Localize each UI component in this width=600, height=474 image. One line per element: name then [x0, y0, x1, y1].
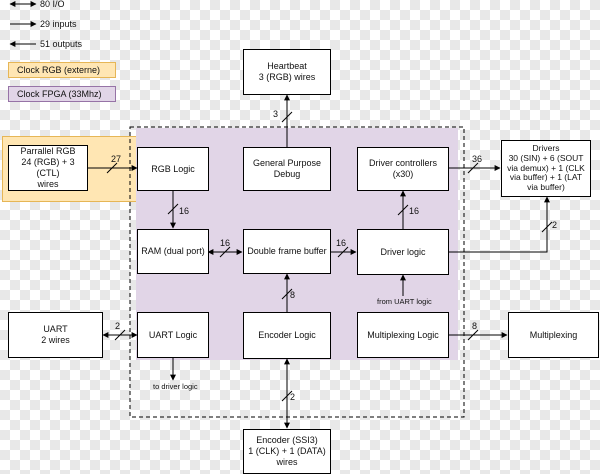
legend-clock-fpga: Clock FPGA (33Mhz) — [8, 86, 116, 102]
gp-debug-block: General Purpose Debug — [243, 147, 331, 191]
wire-label-16-drv-ctrl: 16 — [409, 206, 420, 216]
wire-label-16-rgb-ram: 16 — [179, 206, 190, 216]
from-uart-label: from UART logic — [377, 297, 432, 306]
wire-label-8-mux: 8 — [472, 321, 478, 331]
encoder-logic-block: Encoder Logic — [243, 312, 331, 359]
ram-block: RAM (dual port) — [137, 229, 209, 274]
legend-clock-rgb: Clock RGB (externe) — [8, 62, 116, 78]
heartbeat-block: Heartbeat 3 (RGB) wires — [243, 49, 331, 95]
wire-label-2-uart: 2 — [115, 321, 121, 331]
wire-label-36: 36 — [472, 154, 483, 164]
multiplexing-logic-block: Multiplexing Logic — [357, 312, 449, 358]
encoder-block: Encoder (SSI3) 1 (CLK) + 1 (DATA) wires — [243, 429, 331, 474]
driver-logic-block: Driver logic — [357, 229, 449, 275]
drvlogic-to-drivers — [449, 196, 550, 253]
double-frame-buffer-block: Double frame buffer — [243, 229, 331, 274]
wire-label-16-dfb-drv: 16 — [336, 238, 347, 248]
multiplexing-block: Multiplexing — [508, 312, 599, 358]
wire-label-16-ram-dfb: 16 — [220, 238, 231, 248]
drivers-block: Drivers 30 (SIN) + 6 (SOUT via demux) + … — [501, 140, 591, 197]
parallel-rgb-block: Parrallel RGB 24 (RGB) + 3 (CTL) wires — [8, 145, 88, 191]
to-driver-label: to driver logic — [153, 382, 198, 391]
wire-label-2-encoder: 2 — [290, 392, 296, 402]
legend-io-label: 80 I/O — [40, 0, 65, 9]
wire-label-3: 3 — [273, 109, 279, 119]
uart-block: UART 2 wires — [8, 312, 103, 358]
wire-label-2-drivers: 2 — [552, 220, 558, 230]
rgb-logic-block: RGB Logic — [137, 147, 209, 191]
legend-inputs-label: 29 inputs — [40, 19, 77, 29]
wire-label-27: 27 — [111, 154, 122, 164]
uart-logic-block: UART Logic — [137, 312, 209, 358]
wire-label-8-enc: 8 — [290, 290, 296, 300]
driver-controllers-block: Driver controllers (x30) — [357, 147, 449, 191]
fpga-boundary — [129, 126, 465, 418]
legend-outputs-label: 51 outputs — [40, 39, 83, 49]
